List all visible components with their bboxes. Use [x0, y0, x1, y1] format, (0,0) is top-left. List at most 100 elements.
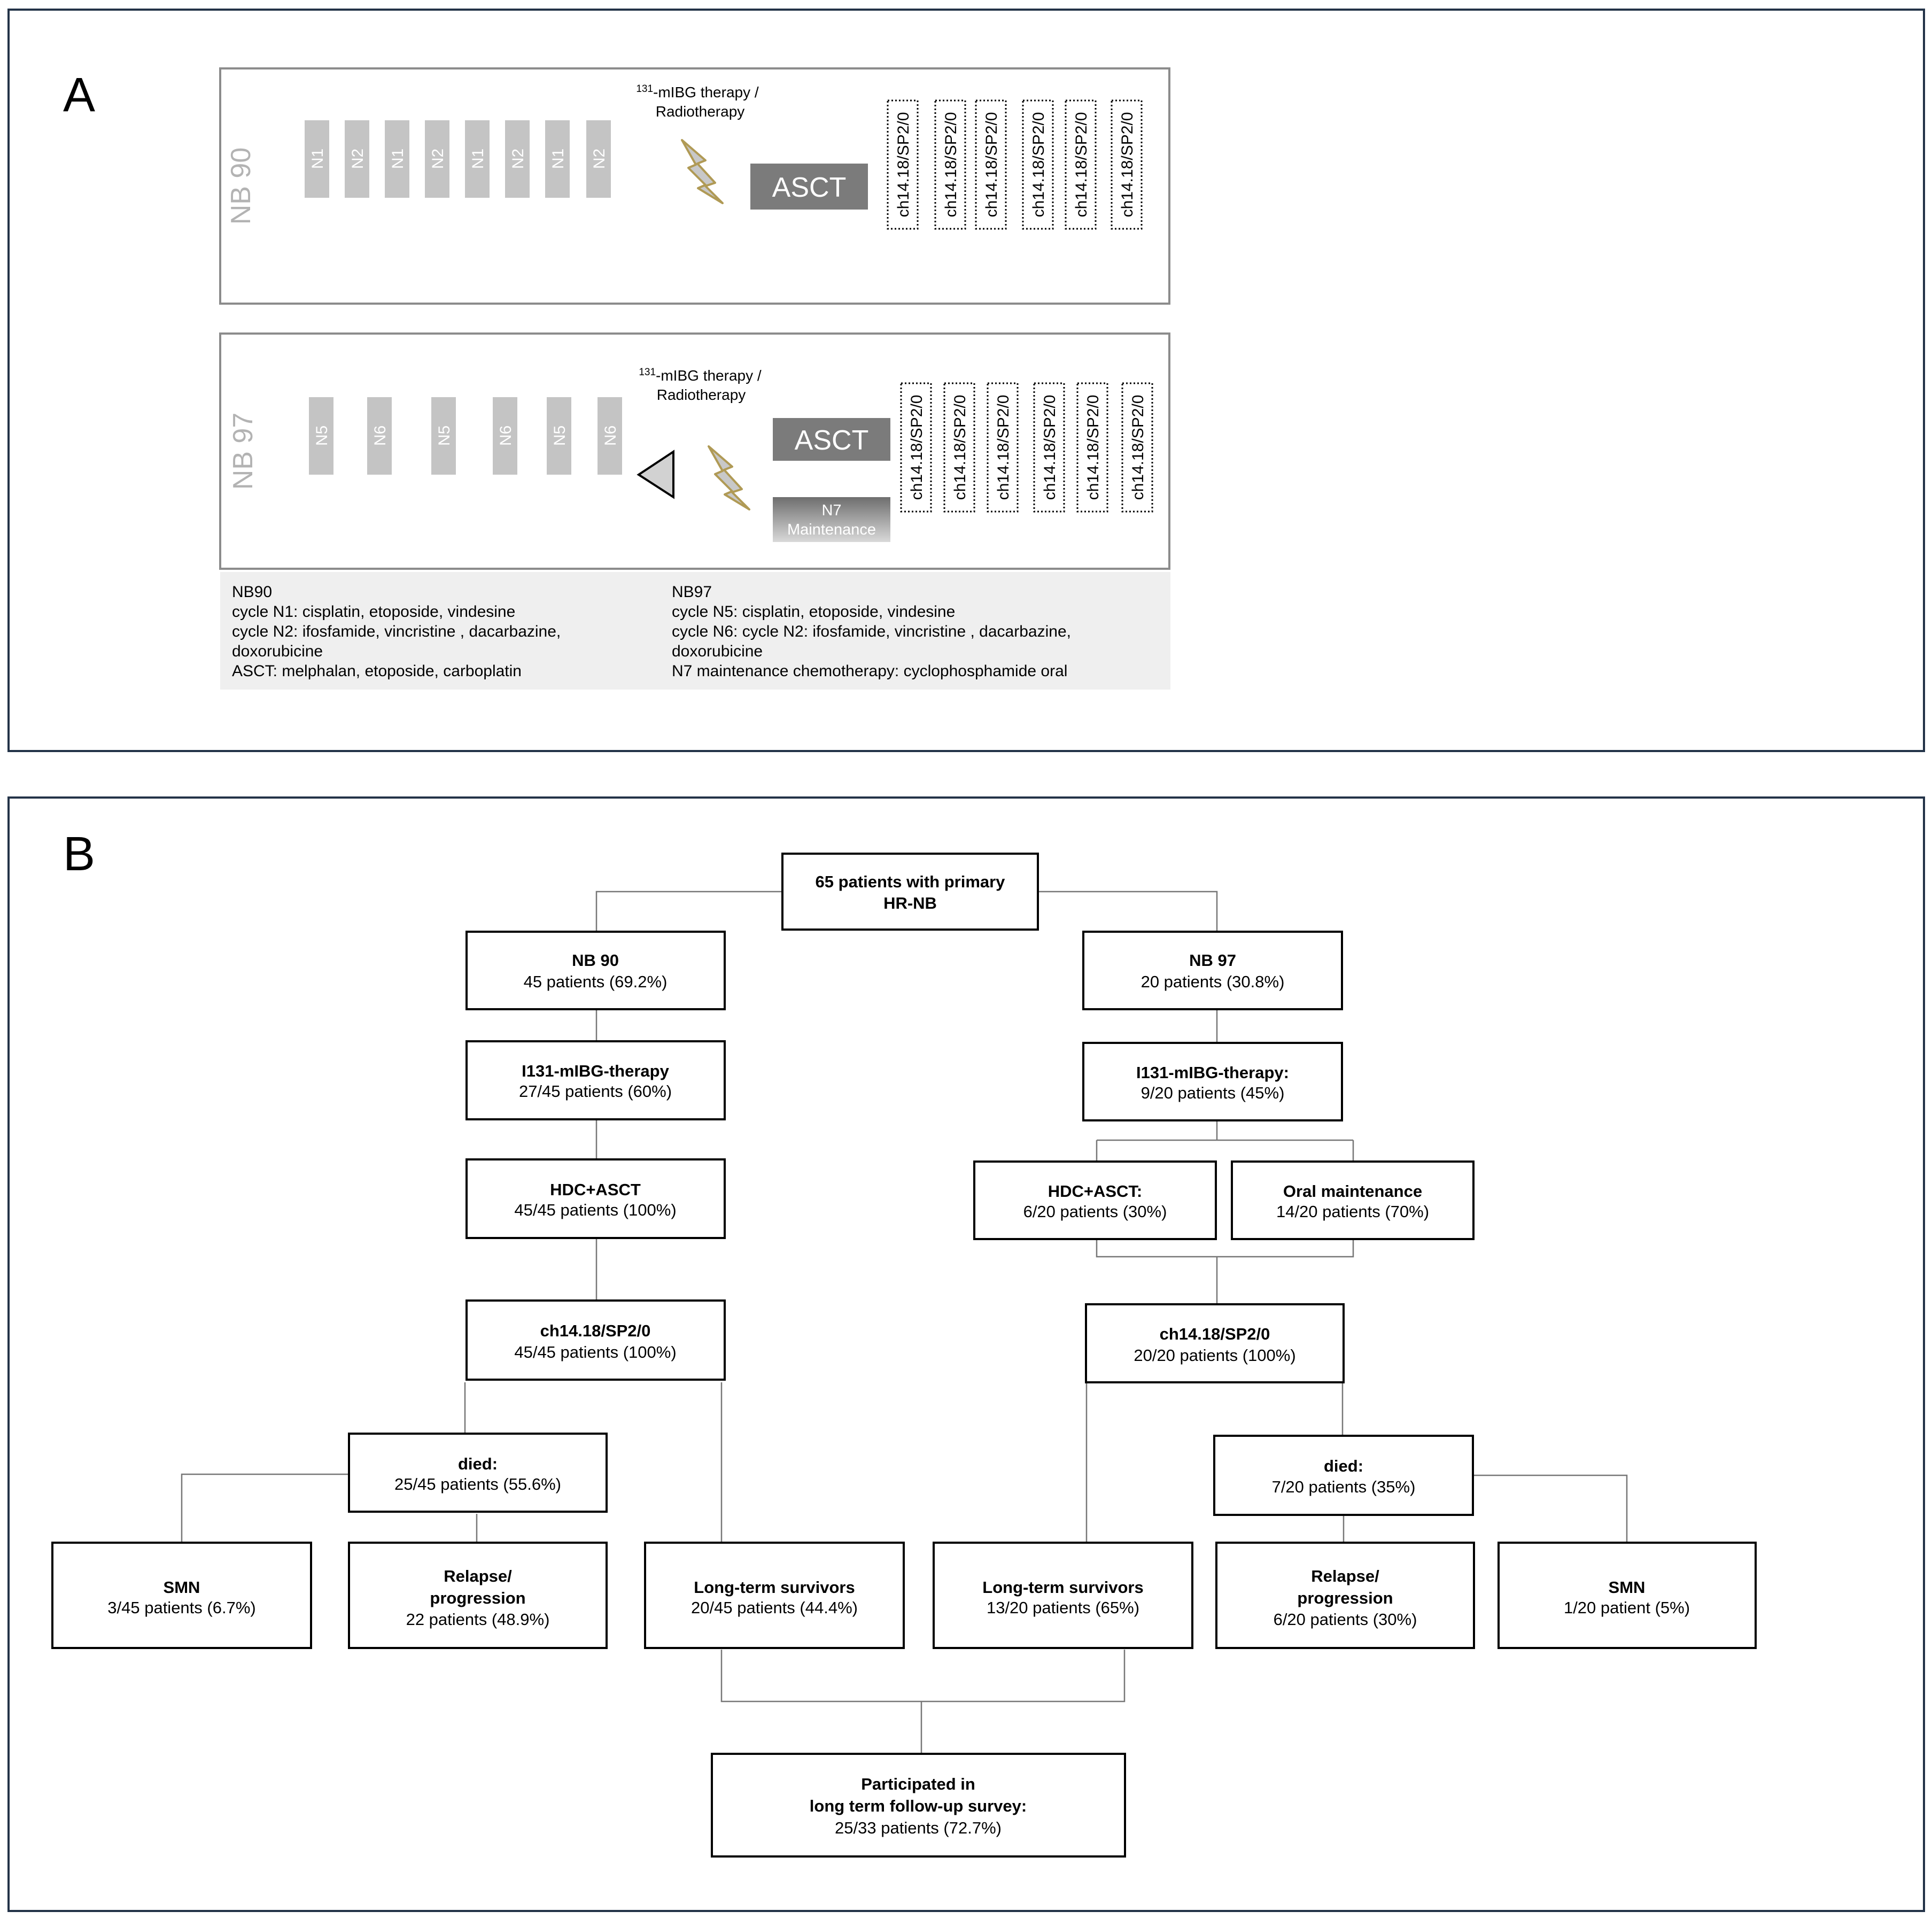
legend-left-line: doxorubicine — [232, 643, 323, 660]
nb97-cycle-label: N6 — [497, 425, 515, 446]
nb97-cycle-block: N6 — [598, 397, 622, 475]
nb90-cycles: N1 N2 N1 N2 N1 N2 N1 N2 — [305, 120, 611, 198]
nb90-mibg-box: I131-mIBG-therapy 27/45 patients (60%) — [465, 1040, 726, 1120]
lightning-icon — [708, 445, 750, 510]
legend-right-line: cycle N6: cycle N2: ifosfamide, vincrist… — [672, 623, 1071, 640]
nb97-cycle-block: N5 — [431, 397, 456, 475]
nb90-smn-value: 3/45 patients (6.7%) — [107, 1598, 255, 1617]
nb97-antibody-cycles: ch14.18/SP2/0 ch14.18/SP2/0 ch14.18/SP2/… — [900, 382, 1153, 513]
legend-left-line: cycle N1: cisplatin, etoposide, vindesin… — [232, 603, 515, 621]
nb90-cycle-label: N2 — [429, 149, 447, 169]
nb90-long-term-survivors-box: Long-term survivors 20/45 patients (44.4… — [644, 1542, 905, 1649]
nb97-protocol-label: NB 97 — [228, 413, 259, 490]
nb97-smn-value: 1/20 patient (5%) — [1564, 1598, 1690, 1617]
protocol-legend: NB90 cycle N1: cisplatin, etoposide, vin… — [220, 572, 1170, 690]
nb90-cycle-label: N2 — [509, 149, 527, 169]
nb97-cycles: N5 N6 N5 N6 N5 N6 — [309, 397, 622, 475]
nb97-n7-label: N7 — [821, 502, 841, 519]
nb90-cycle-label: N1 — [309, 149, 327, 169]
nb97-antibody-title: ch14.18/SP2/0 — [1160, 1325, 1270, 1343]
nb97-long-term-survivors-title: Long-term survivors — [982, 1578, 1143, 1597]
nb97-asct-block: ASCT — [773, 418, 890, 461]
cohort-total-line1: 65 patients with primary — [816, 872, 1006, 891]
nb90-long-term-survivors-title: Long-term survivors — [694, 1578, 855, 1597]
nb90-hdc-asct-title: HDC+ASCT — [550, 1180, 641, 1199]
nb97-antibody-box: ch14.18/SP2/0 20/20 patients (100%) — [1085, 1303, 1345, 1383]
nb97-hdc-asct-box: HDC+ASCT: 6/20 patients (30%) — [973, 1160, 1217, 1240]
nb97-cycle-label: N5 — [436, 425, 453, 446]
nb97-cohort-title: NB 97 — [1189, 951, 1236, 970]
nb90-hdc-asct-box: HDC+ASCT 45/45 patients (100%) — [465, 1158, 726, 1239]
legend-left-line: NB90 — [232, 583, 272, 601]
nb90-mibg-title: I131-mIBG-therapy — [522, 1062, 669, 1080]
nb90-asct-label: ASCT — [772, 172, 847, 203]
panel-b-letter: B — [63, 827, 95, 881]
panel-a: A NB 90 N1 N2 N1 N2 N1 N2 N1 N2 131-mIBG… — [7, 9, 1925, 752]
nb90-frame — [219, 67, 1170, 305]
nb97-cohort-box: NB 97 20 patients (30.8%) — [1082, 931, 1343, 1010]
nb97-mibg-box: I131-mIBG-therapy: 9/20 patients (45%) — [1082, 1042, 1343, 1121]
nb97-cycle-block: N5 — [547, 397, 571, 475]
nb90-cycle-label: N1 — [389, 149, 407, 169]
nb97-cycle-block: N6 — [367, 397, 392, 475]
nb97-relapse-box: Relapse/ progression 6/20 patients (30%) — [1215, 1542, 1475, 1649]
nb90-cycle-block: N1 — [305, 120, 329, 198]
nb97-hdc-asct-title: HDC+ASCT: — [1048, 1182, 1143, 1201]
nb90-antibody-block: ch14.18/SP2/0 — [1111, 99, 1143, 230]
nb97-antibody-label: ch14.18/SP2/0 — [1129, 395, 1147, 500]
nb97-protocol-frame: NB 97 N5 N6 N5 N6 N5 N6 131-mIBG therapy… — [219, 332, 1170, 570]
nb97-antibody-label: ch14.18/SP2/0 — [1041, 395, 1059, 500]
legend-left-line: cycle N2: ifosfamide, vincristine , daca… — [232, 623, 561, 640]
nb97-cycle-block: N6 — [493, 397, 517, 475]
legend-background — [220, 572, 1170, 690]
follow-up-survey-box: Participated in long term follow-up surv… — [711, 1753, 1126, 1858]
nb90-cohort-value: 45 patients (69.2%) — [524, 972, 668, 991]
nb90-antibody-block: ch14.18/SP2/0 — [887, 99, 919, 230]
nb97-smn-title: SMN — [1609, 1578, 1646, 1597]
nb97-mibg-superscript: 131 — [639, 367, 656, 378]
nb97-n7-maintenance-label: Maintenance — [787, 521, 876, 538]
nb97-long-term-survivors-value: 13/20 patients (65%) — [987, 1598, 1139, 1617]
nb97-relapse-title-line1: Relapse/ — [1311, 1567, 1379, 1585]
nb97-antibody-label: ch14.18/SP2/0 — [1084, 395, 1102, 500]
nb90-mibg-text: -mIBG therapy / — [653, 84, 759, 100]
nb97-relapse-value: 6/20 patients (30%) — [1274, 1610, 1417, 1629]
nb90-died-title: died: — [458, 1454, 498, 1473]
nb90-antibody-block: ch14.18/SP2/0 — [934, 99, 966, 230]
nb90-cycle-block: N2 — [425, 120, 449, 198]
nb97-antibody-label: ch14.18/SP2/0 — [951, 395, 969, 500]
nb90-cycle-block: N1 — [545, 120, 570, 198]
nb90-antibody-value: 45/45 patients (100%) — [514, 1343, 676, 1361]
legend-right-line: NB97 — [672, 583, 712, 601]
nb90-cohort-title: NB 90 — [572, 951, 619, 970]
nb90-smn-box: SMN 3/45 patients (6.7%) — [51, 1542, 312, 1649]
nb90-antibody-label: ch14.18/SP2/0 — [1119, 112, 1136, 218]
panel-b: B 65 patients with primary HR-NB — [7, 796, 1925, 1912]
nb90-antibody-title: ch14.18/SP2/0 — [540, 1321, 651, 1340]
panel-a-letter: A — [63, 68, 95, 122]
nb90-mibg-value: 27/45 patients (60%) — [519, 1082, 672, 1101]
nb97-mibg-text: -mIBG therapy / — [656, 367, 762, 384]
nb90-cycle-block: N1 — [465, 120, 490, 198]
nb97-cycle-label: N5 — [313, 425, 331, 446]
nb97-mibg-label: 131-mIBG therapy / Radiotherapy — [639, 367, 762, 403]
lightning-icon — [681, 139, 724, 204]
nb90-antibody-label: ch14.18/SP2/0 — [983, 112, 1000, 218]
nb97-oral-maintenance-value: 14/20 patients (70%) — [1276, 1202, 1429, 1221]
nb90-mibg-label: 131-mIBG therapy / Radiotherapy — [636, 83, 759, 120]
nb90-cycle-label: N1 — [469, 149, 487, 169]
nb90-antibody-block: ch14.18/SP2/0 — [1065, 99, 1097, 230]
survey-title-line2: long term follow-up survey: — [810, 1797, 1027, 1815]
nb97-antibody-value: 20/20 patients (100%) — [1134, 1346, 1295, 1365]
nb90-protocol-frame: NB 90 N1 N2 N1 N2 N1 N2 N1 N2 131-mIBG t… — [219, 67, 1170, 305]
nb90-cohort-box: NB 90 45 patients (69.2%) — [465, 931, 726, 1010]
nb97-mibg-title: I131-mIBG-therapy: — [1136, 1063, 1289, 1082]
legend-right-line: doxorubicine — [672, 643, 763, 660]
nb90-cycle-block: N2 — [505, 120, 530, 198]
cohort-total-box: 65 patients with primary HR-NB — [781, 853, 1039, 931]
nb97-cohort-value: 20 patients (30.8%) — [1141, 972, 1285, 991]
nb90-antibody-cycles: ch14.18/SP2/0 ch14.18/SP2/0 ch14.18/SP2/… — [887, 99, 1143, 230]
nb97-antibody-block: ch14.18/SP2/0 — [1121, 382, 1153, 513]
nb90-antibody-label: ch14.18/SP2/0 — [1073, 112, 1090, 218]
